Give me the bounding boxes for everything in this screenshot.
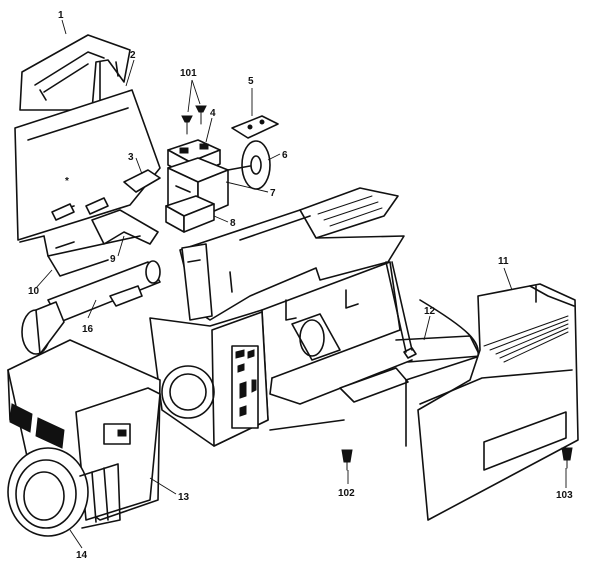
- part-10-frame: [19, 235, 141, 277]
- callout-16: 16: [82, 324, 94, 335]
- callout-14: 14: [76, 550, 88, 561]
- callout-1: 1: [58, 10, 64, 21]
- part-14-lens: [7, 447, 121, 537]
- rear-frame: [261, 261, 417, 431]
- callout-102: 102: [338, 488, 355, 499]
- chassis-main: [179, 187, 405, 321]
- part-2-side-panel: *: [14, 89, 161, 241]
- callout-101: 101: [180, 68, 197, 79]
- callout-3: 3: [128, 152, 134, 163]
- callout-11: 11: [498, 256, 509, 267]
- callout-5: 5: [248, 76, 254, 87]
- callout-9: 9: [110, 254, 116, 265]
- callout-6: 6: [282, 150, 288, 161]
- part-5-plate: [231, 115, 279, 139]
- callout-103: 103: [556, 490, 573, 501]
- part-6-disc: [227, 140, 271, 190]
- callout-13: 13: [178, 492, 190, 503]
- svg-text:*: *: [65, 176, 69, 187]
- callout-8: 8: [230, 218, 236, 229]
- callout-12: 12: [424, 306, 436, 317]
- part-16-cylinder: [21, 260, 161, 355]
- part-11-side-cover: [417, 283, 579, 521]
- part-3-bracket: [123, 169, 161, 193]
- screw-102: [341, 449, 353, 471]
- part-8-lower-block: [165, 195, 215, 233]
- callout-10: 10: [28, 286, 40, 297]
- screw-103: [561, 447, 573, 469]
- chassis-box: [149, 309, 269, 447]
- callout-2: 2: [130, 50, 136, 61]
- leader-lines: [35, 19, 567, 549]
- callout-7: 7: [270, 188, 276, 199]
- part-12-inner-panel: [395, 299, 481, 447]
- part-1-top-cover: [19, 34, 131, 111]
- screws-101: [181, 105, 207, 135]
- callout-labels: 1 2 3 4 5 6 7 8 9 10 11 12 13 14 16 101 …: [28, 10, 573, 561]
- callout-4: 4: [210, 108, 216, 119]
